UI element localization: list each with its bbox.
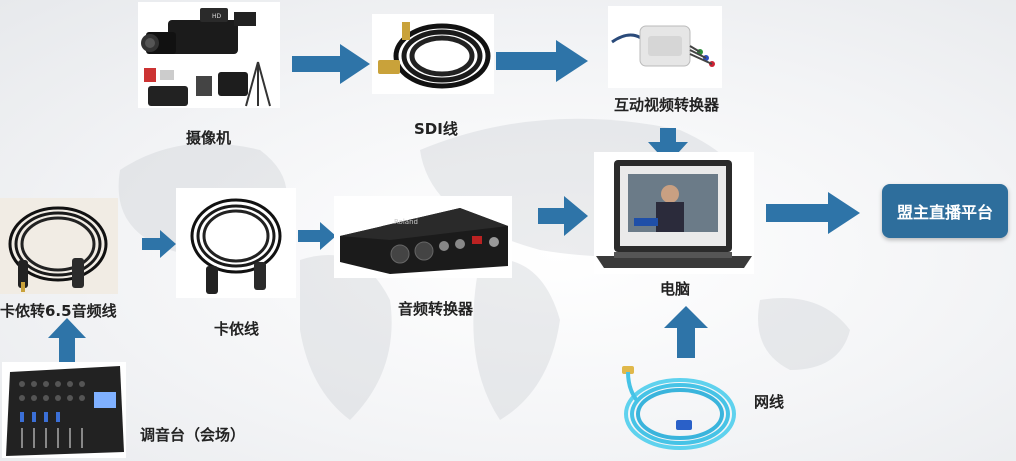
xlr-cable-image [176,188,296,298]
platform-label: 盟主直播平台 [896,203,993,222]
svg-text:HD: HD [212,13,222,20]
arrow-xlr-to-audio-converter [298,222,336,250]
network-cable-image [622,366,736,450]
arrow-network-to-computer [664,306,708,358]
laptop-image [594,152,754,274]
audio-interface-image: Roland [334,196,512,278]
arrow-camera-to-sdi [292,44,370,84]
svg-text:Roland: Roland [394,218,418,226]
arrow-audio-to-computer [538,196,588,236]
computer-label: 电脑 [660,280,691,298]
mixer-label: 调音台（会场） [140,426,246,444]
arrow-computer-to-platform [766,192,860,234]
audio-mixer-image [2,362,126,458]
video-converter-image [608,6,722,88]
sdi-label: SDI线 [414,120,458,138]
network-label: 网线 [754,393,785,411]
live-platform-box: 盟主直播平台 [882,184,1008,238]
xlr-to-jack-cable-image [0,198,118,294]
arrow-sdi-to-converter [496,40,588,82]
sdi-cable-image [372,14,494,94]
camera-label: 摄像机 [186,129,232,147]
audio-converter-label: 音频转换器 [398,300,474,318]
video-converter-label: 互动视频转换器 [614,96,720,114]
arrow-mixer-to-cable [48,318,86,364]
arrow-jack-to-xlr [142,230,176,258]
xlr-label: 卡侬线 [214,320,260,338]
xlr-65-label: 卡侬转6.5音频线 [0,302,117,320]
camcorder-kit-image: HD [138,2,280,108]
arrow-converter-to-computer [648,128,688,164]
